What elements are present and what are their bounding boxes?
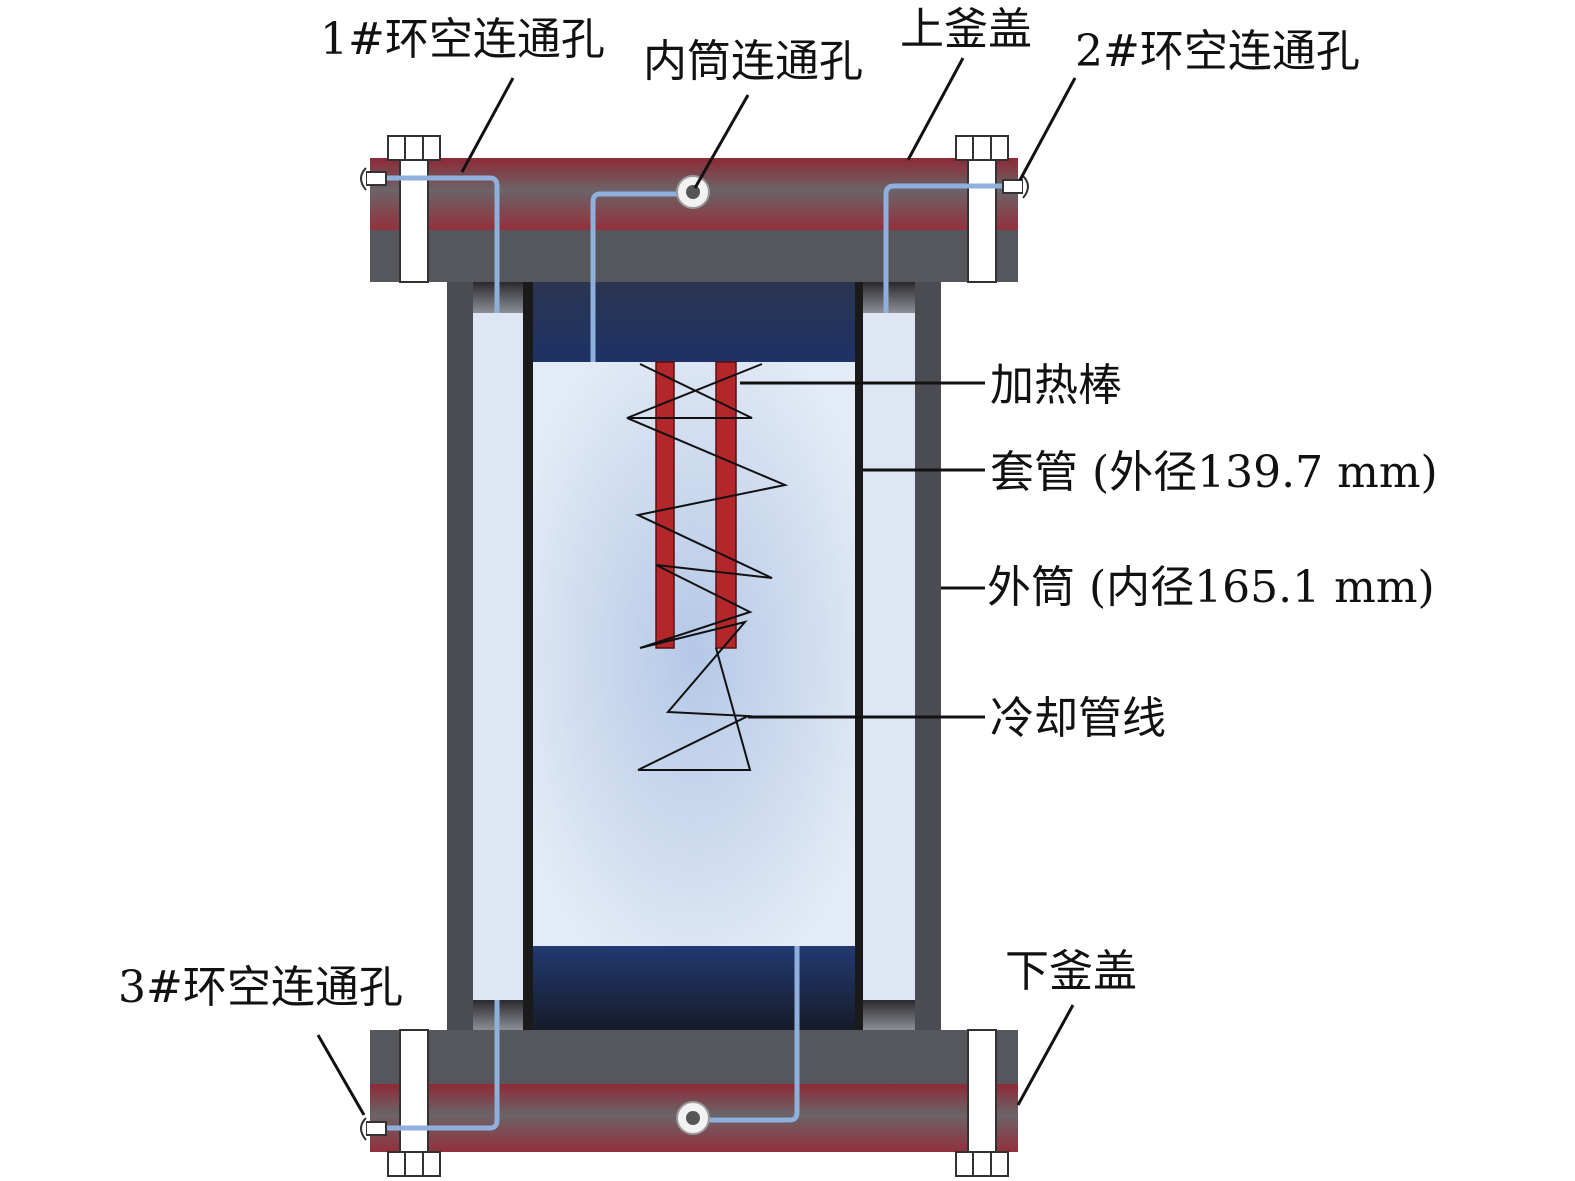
label-outer-cylinder: 外筒 (内径165.1 mm)	[987, 562, 1435, 613]
label-annulus-port-1: 1#环空连通孔	[320, 14, 605, 65]
cooling-line-coil	[626, 417, 789, 771]
label-cooling-line: 冷却管线	[990, 693, 1166, 744]
annulus-left	[473, 313, 523, 1000]
label-upper-lid: 上釜盖	[900, 4, 1032, 55]
label-annulus-port-3: 3#环空连通孔	[118, 962, 403, 1013]
lower-lid	[370, 1030, 1018, 1152]
pipe-annulus-3	[378, 1000, 500, 1131]
nut-icon	[676, 175, 710, 209]
annulus-right	[863, 313, 915, 1000]
screw-icon	[1002, 175, 1029, 199]
label-lower-lid: 下釜盖	[1005, 946, 1137, 997]
cooling-line	[626, 363, 763, 419]
bolt-icon	[955, 1029, 1009, 1177]
pipe-annulus-2	[883, 183, 1008, 313]
label-annulus-port-2: 2#环空连通孔	[1075, 26, 1360, 77]
bolt-icon	[955, 135, 1009, 283]
label-inner-port: 内筒连通孔	[643, 36, 863, 87]
inner-fluid	[533, 362, 855, 946]
screw-icon	[360, 167, 387, 191]
nut-icon	[676, 1101, 710, 1135]
casing	[523, 282, 863, 1030]
pipe-inner-top	[590, 191, 685, 362]
pipe-inner-bottom	[702, 946, 800, 1123]
bolt-icon	[387, 1029, 441, 1177]
pipe-annulus-1	[378, 175, 500, 313]
screw-icon	[360, 1117, 387, 1141]
label-casing: 套管 (外径139.7 mm)	[990, 447, 1438, 498]
heater-rods	[655, 361, 737, 649]
outer-cylinder	[447, 282, 941, 1030]
label-heater-rod: 加热棒	[990, 360, 1122, 411]
